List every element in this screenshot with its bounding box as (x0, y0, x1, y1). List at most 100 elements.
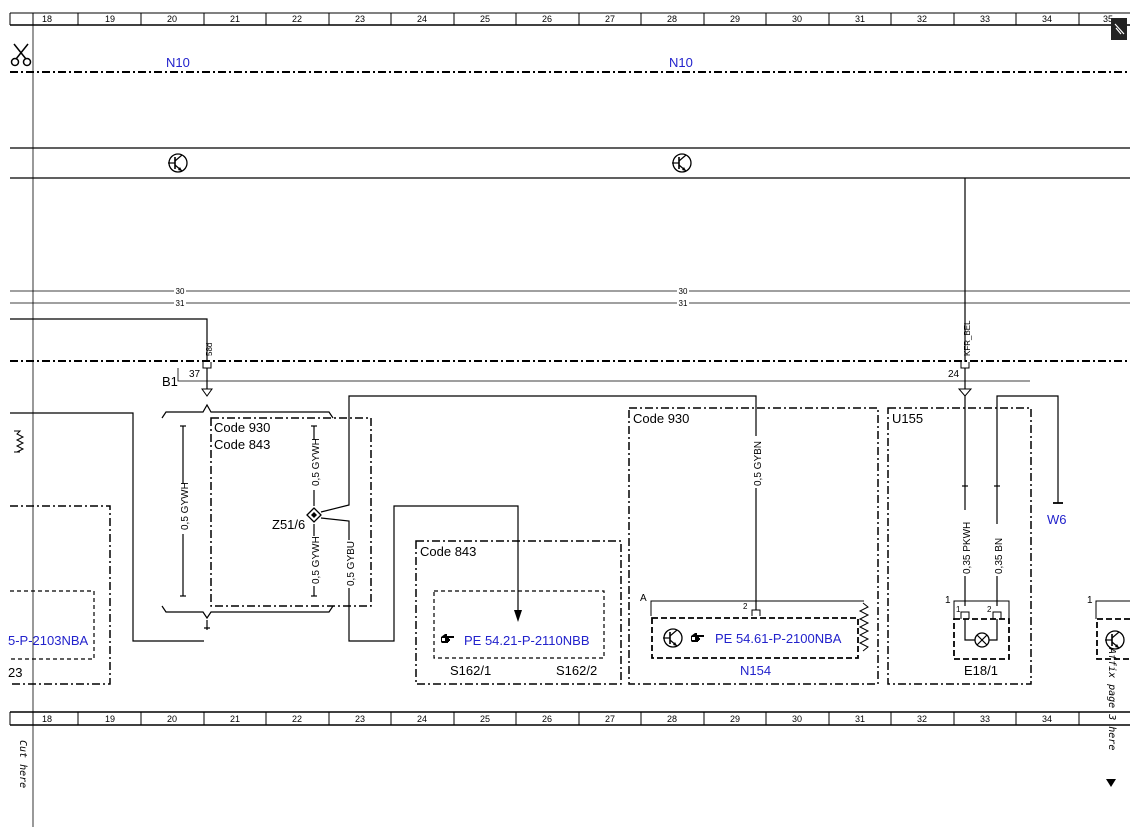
ruler-number: 32 (917, 714, 927, 724)
ruler-number: 22 (292, 14, 302, 24)
left-ref-box (10, 590, 95, 660)
ruler-number: 23 (355, 714, 365, 724)
arrow-down-icon (1106, 779, 1116, 787)
n10-label[interactable]: N10 (669, 55, 693, 70)
code-843-box (415, 540, 622, 685)
wire-31-label: 31 (679, 299, 688, 308)
wire-gywh-label: 0,5 GYWH (180, 482, 191, 530)
w6-label[interactable]: W6 (1047, 512, 1067, 527)
ruler-number: 25 (480, 714, 490, 724)
ruler-number: 26 (542, 714, 552, 724)
left-component-box (10, 505, 111, 685)
wire-30-label: 30 (176, 287, 185, 296)
pin-1-right-label: 1 (1087, 595, 1093, 606)
transistor-icon (1104, 630, 1125, 650)
e18-component-box (953, 618, 1010, 660)
pin-2-label: 2 (743, 602, 748, 611)
wire-gywh-label: 0,5 GYWH (311, 438, 322, 486)
scissors-icon (10, 43, 32, 67)
u155-label: U155 (892, 411, 923, 426)
bottom-ruler: 18 19 20 21 22 23 24 25 26 27 28 29 30 3… (9, 711, 1130, 726)
ruler-number: 24 (417, 714, 427, 724)
s162-1-label: S162/1 (450, 663, 491, 678)
code-843-label: Code 843 (214, 437, 270, 452)
wire-31-label: 31 (176, 299, 185, 308)
connector-pin (957, 362, 973, 397)
transistor-icon (167, 153, 188, 173)
ruler-number: 34 (1042, 14, 1052, 24)
code-930-box (628, 407, 879, 685)
e18-connector-line (953, 600, 1010, 619)
wire-gybu (320, 505, 519, 642)
ruler-number: 19 (105, 714, 115, 724)
pin-1-inner-label: 1 (956, 605, 961, 614)
pin-a-label: A (640, 593, 647, 604)
ruler-number: 26 (542, 14, 552, 24)
ruler-number: 28 (667, 14, 677, 24)
ruler-number: 22 (292, 714, 302, 724)
ruler-number: 23 (355, 14, 365, 24)
cut-here-label: Cut here (17, 740, 28, 788)
n154-connector-line (650, 600, 864, 616)
ruler-number: 31 (855, 14, 865, 24)
pin-1-label: 1 (945, 595, 951, 606)
page-corner-icon[interactable] (1111, 18, 1127, 40)
transistor-icon (662, 628, 683, 648)
wire-30-label: 30 (679, 287, 688, 296)
top-ruler: 18 19 20 21 22 23 24 25 26 27 28 29 30 3… (9, 12, 1130, 26)
ruler-number: 31 (855, 714, 865, 724)
n154-component-box (651, 617, 859, 659)
pin-24-label: 24 (948, 369, 960, 380)
ruler-number: 30 (792, 14, 802, 24)
wire-58d (10, 318, 208, 362)
s162-2-label: S162/2 (556, 663, 597, 678)
wire-left (10, 412, 204, 642)
pointing-hand-icon (691, 633, 704, 642)
pin-37-label: 37 (189, 369, 201, 380)
kfr-bel-label: KFR_BEL (963, 320, 972, 356)
affix-page-label: Affix page 3 here (1106, 647, 1117, 750)
ref-link[interactable]: 5-P-2103NBA (8, 633, 89, 648)
ref-link[interactable]: PE 54.61-P-2100NBA (715, 631, 842, 646)
wire-gybn (320, 395, 757, 610)
wire-bn-label: 0,35 BN (994, 538, 1005, 574)
ruler-number: 29 (730, 714, 740, 724)
ruler-number: 34 (1042, 714, 1052, 724)
ruler-number: 29 (730, 14, 740, 24)
ruler-number: 21 (230, 14, 240, 24)
code-843-label: Code 843 (420, 544, 476, 559)
connector-pin (201, 362, 213, 397)
b1-connector-line (177, 368, 1030, 382)
wire-bn (996, 395, 1059, 606)
ruler-number-edge: 35 (1103, 14, 1113, 24)
pin-2-inner-label: 2 (987, 605, 992, 614)
arrow-head (514, 610, 522, 622)
pin-58d-label: 58d (205, 343, 214, 356)
transistor-icon (671, 153, 692, 173)
lamp-icon (974, 632, 990, 648)
ref-link[interactable]: PE 54.21-P-2110NBB (464, 633, 590, 648)
code-930-label: Code 930 (214, 420, 270, 435)
ruler-number: 21 (230, 714, 240, 724)
brace-top (161, 403, 334, 419)
u155-box (887, 407, 1032, 685)
resistor-icon (14, 430, 25, 453)
n154-label[interactable]: N154 (740, 663, 771, 678)
wire-pkwh-label: 0,35 PKWH (962, 522, 973, 574)
ruler-number: 32 (917, 14, 927, 24)
n10-label[interactable]: N10 (166, 55, 190, 70)
ruler-number: 28 (667, 714, 677, 724)
ruler-number: 30 (792, 714, 802, 724)
left-partial-label: 23 (8, 665, 22, 680)
ruler-number: 27 (605, 714, 615, 724)
ruler-number: 24 (417, 14, 427, 24)
wire-gywh-label: 0,5 GYWH (311, 536, 322, 584)
wire-gybn-label: 0,5 GYBN (753, 441, 764, 486)
wire-gybu-label: 0,5 GYBU (346, 541, 357, 586)
e18-1-label: E18/1 (964, 663, 998, 678)
pointing-hand-icon (441, 634, 454, 643)
ruler-number: 19 (105, 14, 115, 24)
b1-label: B1 (162, 374, 178, 389)
code-930-843-box (210, 417, 372, 607)
